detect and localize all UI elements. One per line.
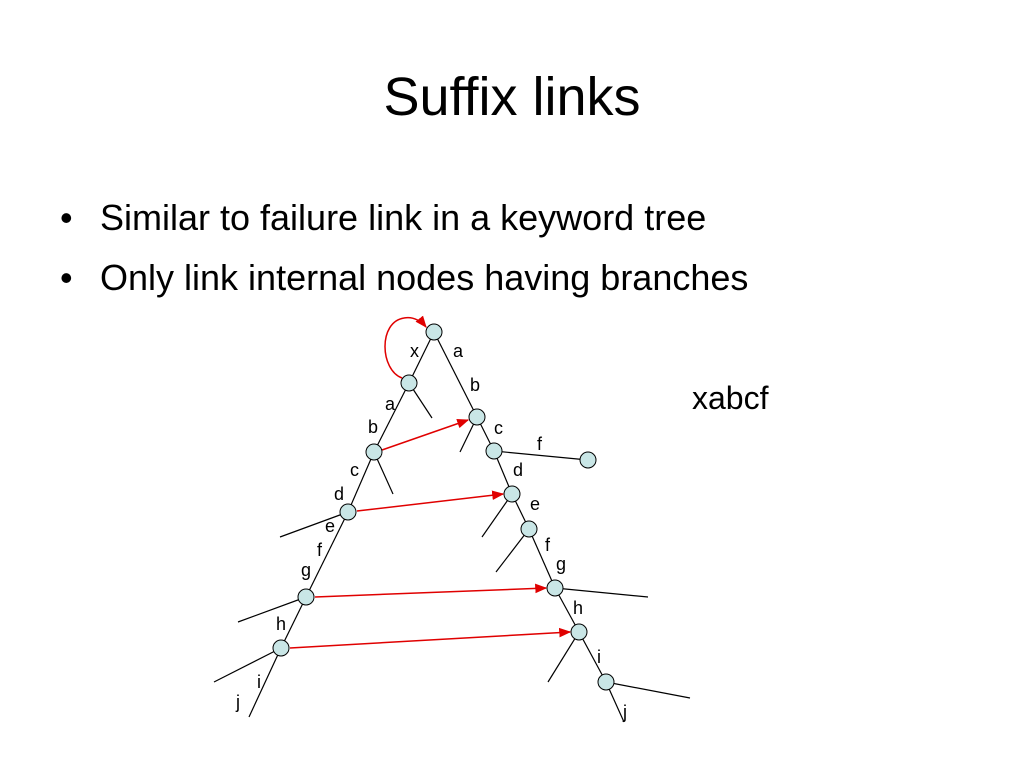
- edge-label: f: [317, 540, 323, 560]
- bullet-icon: •: [60, 197, 73, 238]
- bullet-item: • Only link internal nodes having branche…: [60, 248, 748, 308]
- tree-edge: [493, 450, 589, 461]
- tree-node: [570, 623, 588, 641]
- tree-node: [520, 520, 538, 538]
- tree-edge: [305, 511, 349, 598]
- example-string: xabcf: [692, 380, 769, 416]
- tree-node: [365, 443, 383, 461]
- edge-label: b: [470, 375, 480, 395]
- edge-label: d: [513, 460, 523, 480]
- suffix-link-arrow: [314, 583, 548, 598]
- tree-edge: [547, 631, 580, 683]
- edge-label: f: [545, 535, 551, 555]
- edge-label: j: [235, 692, 240, 712]
- bullet-text: Only link internal nodes having branches: [100, 257, 749, 298]
- edge-label: j: [622, 702, 627, 722]
- tree-edge: [495, 528, 530, 573]
- tree-edge: [213, 647, 282, 683]
- edge-label: i: [597, 647, 601, 667]
- tree-node: [503, 485, 521, 503]
- edge-label: x: [410, 341, 419, 361]
- edge-label: g: [301, 560, 311, 580]
- edge-label: d: [334, 484, 344, 504]
- edge-label: i: [257, 672, 261, 692]
- tree-edge: [554, 587, 649, 598]
- edge-label: e: [530, 494, 540, 514]
- edge-label: c: [494, 418, 503, 438]
- tree-edge: [605, 681, 691, 699]
- suffix-link-arrow: [384, 315, 427, 379]
- edge-labels: x a a b b c c f d d e e f f g g h h i i …: [235, 341, 627, 722]
- bullet-text: Similar to failure link in a keyword tre…: [100, 197, 707, 238]
- suffix-link-arrow: [289, 627, 572, 649]
- tree-edge: [578, 631, 607, 683]
- edge-label: a: [385, 394, 396, 414]
- tree-node: [425, 323, 443, 341]
- edge-label: h: [573, 598, 583, 618]
- edge-label: e: [325, 516, 335, 536]
- tree-edge: [373, 382, 410, 453]
- edge-label: b: [368, 417, 378, 437]
- tree-node: [297, 588, 315, 606]
- suffix-links: [289, 315, 572, 649]
- edge-label: a: [453, 341, 464, 361]
- slide-title: Suffix links: [383, 67, 641, 127]
- tree-edge: [347, 451, 375, 513]
- tree-edge: [237, 596, 307, 623]
- tree-node: [597, 673, 615, 691]
- bullet-icon: •: [60, 257, 73, 298]
- tree-edges: [213, 331, 691, 723]
- tree-edge: [248, 647, 282, 718]
- tree-node: [579, 451, 597, 469]
- tree-node: [546, 579, 564, 597]
- tree-edge: [433, 331, 478, 418]
- edge-label: f: [537, 434, 543, 454]
- suffix-link-arrow: [356, 490, 505, 512]
- tree-edge: [481, 493, 513, 538]
- tree-edge: [528, 528, 556, 589]
- tree-node: [485, 442, 503, 460]
- suffix-link-arrow: [381, 419, 470, 451]
- edge-label: c: [350, 460, 359, 480]
- tree-nodes: [272, 323, 615, 691]
- tree-edge: [280, 596, 307, 649]
- tree-node: [468, 408, 486, 426]
- tree-node: [400, 374, 418, 392]
- tree-node: [272, 639, 290, 657]
- bullet-item: • Similar to failure link in a keyword tr…: [60, 188, 748, 248]
- tree-node: [339, 503, 357, 521]
- tree-edge: [408, 331, 435, 384]
- edge-label: h: [276, 614, 286, 634]
- bullet-list: • Similar to failure link in a keyword tr…: [60, 188, 748, 308]
- tree-edge: [279, 511, 349, 538]
- edge-label: g: [556, 554, 566, 574]
